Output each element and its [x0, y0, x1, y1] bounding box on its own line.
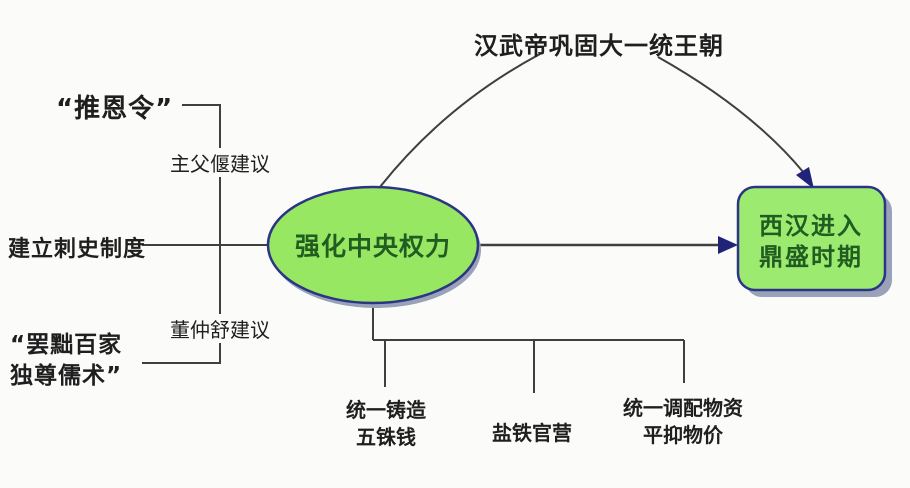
advisor-zhufuyan-label: 主父偃建议 [166, 148, 274, 177]
measure-allocation: 统一调配物资 平抑物价 [623, 395, 743, 449]
arrowhead-into-result-top [796, 167, 814, 189]
measure-coinage: 统一铸造 五铢钱 [346, 397, 426, 451]
advisor-dongzhongshu-label: 董仲舒建议 [166, 314, 274, 343]
measure-allocation-line2: 平抑物价 [643, 423, 723, 447]
curve-node-to-title [379, 53, 541, 188]
arrowhead-into-result-left [718, 236, 738, 254]
measure-allocation-line1: 统一调配物资 [623, 396, 743, 420]
result-line1: 西汉进入 [759, 212, 863, 240]
left-bracket-line [142, 104, 221, 364]
measure-salt-iron: 盐铁官营 [492, 421, 572, 445]
center-node-label: 强化中央权力 [294, 232, 452, 261]
bottom-tree-lines [372, 303, 685, 393]
confucianism-label: “罢黜百家 独尊儒术” [10, 330, 180, 392]
diagram-title: 汉武帝巩固大一统王朝 [474, 32, 724, 60]
result-node-label: 西汉进入 鼎盛时期 [759, 211, 863, 273]
center-node-ellipse [266, 185, 480, 305]
measure-coinage-line2: 五铢钱 [356, 425, 416, 449]
curve-title-to-result [657, 56, 805, 174]
result-line2: 鼎盛时期 [759, 243, 863, 271]
measure-coinage-line1: 统一铸造 [346, 398, 426, 422]
decree-label: “推恩令” [56, 94, 174, 124]
confucianism-line1: “罢黜百家 [10, 332, 123, 358]
inspector-system-label: 建立刺史制度 [8, 237, 147, 262]
confucianism-line2: 独尊儒术” [10, 363, 123, 389]
result-node-box [736, 185, 887, 292]
